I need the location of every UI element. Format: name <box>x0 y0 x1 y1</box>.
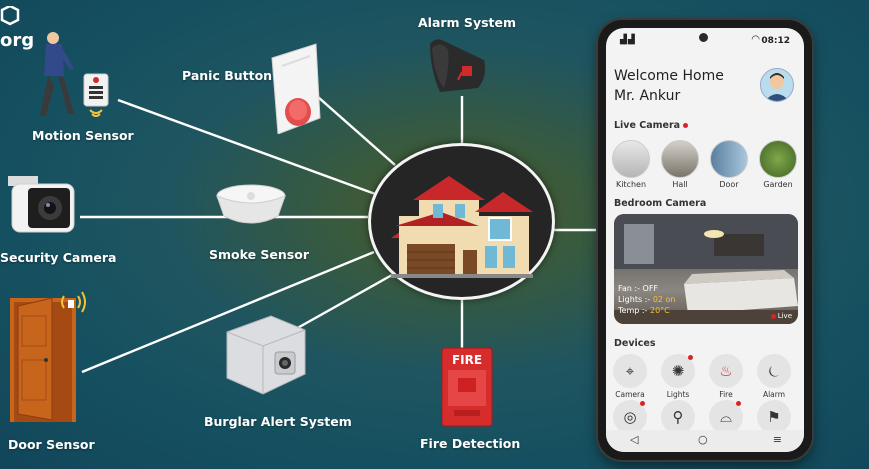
signal-icon: ▟▟ <box>620 35 636 45</box>
bulb-icon: ✺ <box>661 354 695 388</box>
door-sensor-label: Door Sensor <box>8 437 95 452</box>
room-label: Kitchen <box>615 180 647 189</box>
alarm-system-illustration <box>426 36 490 102</box>
front-camera <box>699 33 708 42</box>
fire-detection-illustration: FIRE <box>440 346 496 434</box>
sensor-icon: ◎ <box>613 400 647 434</box>
room-label: Garden <box>763 180 793 189</box>
smoke-detector-icon: ⌓ <box>709 400 743 434</box>
burglar-alert-label: Burglar Alert System <box>204 414 352 429</box>
room-hall[interactable]: Hall <box>661 140 699 189</box>
live-badge: Live <box>770 312 792 320</box>
panic-button-label: Panic Button <box>182 68 273 83</box>
welcome-line-1: Welcome Home <box>614 68 724 84</box>
brand-logo: org <box>0 4 35 51</box>
room-garden[interactable]: Garden <box>759 140 797 189</box>
device-intruder[interactable]: ⚑ <box>754 400 794 434</box>
room-label: Door <box>719 180 739 189</box>
device-lights[interactable]: ✺ Lights <box>658 354 698 399</box>
status-time: 08:12 <box>761 36 790 46</box>
device-label: Fire <box>719 390 733 399</box>
live-camera-section-title: Live Camera <box>614 120 689 131</box>
welcome-line-2: Mr. Ankur <box>614 88 681 104</box>
room-kitchen[interactable]: Kitchen <box>612 140 650 189</box>
motion-sensor-label: Motion Sensor <box>32 128 134 143</box>
alert-dot <box>736 401 741 406</box>
devices-section-title: Devices <box>614 338 656 349</box>
alarm-system-label: Alarm System <box>418 15 517 30</box>
security-camera-label: Security Camera <box>0 250 117 265</box>
user-avatar-icon <box>765 73 789 101</box>
cctv-icon: ⌖ <box>613 354 647 388</box>
hall-thumbnail <box>661 140 699 178</box>
device-motion[interactable]: ⚲ <box>658 400 698 434</box>
fire-detection-label: Fire Detection <box>420 436 521 451</box>
smart-home-hub <box>368 143 555 300</box>
device-alarm[interactable]: ⏾ Alarm <box>754 354 794 399</box>
device-label: Alarm <box>762 390 786 399</box>
device-smoke[interactable]: ⌓ <box>706 400 746 434</box>
alert-dot <box>688 355 693 360</box>
device-camera[interactable]: ⌖ Camera <box>610 354 650 399</box>
door-sensor-illustration <box>6 290 90 426</box>
status-bar: ▟▟ ◠ 08:12 <box>606 28 804 50</box>
room-door[interactable]: Door <box>710 140 748 189</box>
fan-status: Fan :- OFF <box>618 284 659 293</box>
svg-text:FIRE: FIRE <box>452 353 482 367</box>
room-label: Hall <box>672 180 688 189</box>
avatar[interactable] <box>760 68 794 102</box>
bedroom-camera-feed[interactable]: Fan :- OFF Lights :- 02 on Temp :- 20°C … <box>614 214 798 324</box>
temp-status: Temp :- 20°C <box>618 306 670 315</box>
lights-status: Lights :- 02 on <box>618 295 676 304</box>
intruder-icon: ⚑ <box>757 400 791 434</box>
menu-icon[interactable]: ≡ <box>772 433 782 446</box>
android-nav-bar: ◁ ○ ≡ <box>606 430 804 452</box>
burglar-alert-illustration <box>223 312 309 402</box>
phone-screen: ▟▟ ◠ 08:12 Welcome Home Mr. Ankur Live C… <box>606 28 804 452</box>
motion-sensor-illustration <box>36 30 126 124</box>
siren-icon: ⏾ <box>757 354 791 388</box>
device-label: Camera <box>615 390 645 399</box>
panic-button-illustration <box>268 42 324 138</box>
bedroom-scene <box>614 214 798 324</box>
bedroom-camera-title: Bedroom Camera <box>614 198 707 209</box>
phone-mockup: ▟▟ ◠ 08:12 Welcome Home Mr. Ankur Live C… <box>598 20 812 460</box>
door-thumbnail <box>710 140 748 178</box>
home-icon[interactable]: ○ <box>698 433 708 446</box>
live-indicator-dot <box>683 123 689 128</box>
security-camera-illustration <box>4 174 78 244</box>
alert-dot <box>640 401 645 406</box>
smoke-sensor-label: Smoke Sensor <box>209 247 309 262</box>
garden-thumbnail <box>759 140 797 178</box>
wifi-icon: ◠ <box>751 34 760 45</box>
smoke-sensor-illustration <box>214 184 288 234</box>
back-icon[interactable]: ◁ <box>630 433 639 446</box>
kitchen-thumbnail <box>612 140 650 178</box>
flame-icon: ♨ <box>709 354 743 388</box>
device-label: Lights <box>666 390 690 399</box>
brand-hex-icon <box>0 4 20 26</box>
house-illustration <box>391 176 533 278</box>
walking-person-icon: ⚲ <box>661 400 695 434</box>
welcome-heading: Welcome Home Mr. Ankur <box>614 66 724 106</box>
brand-text: org <box>0 30 35 51</box>
live-camera-label: Live Camera <box>614 120 681 131</box>
device-fire[interactable]: ♨ Fire <box>706 354 746 399</box>
device-door-sensor[interactable]: ◎ <box>610 400 650 434</box>
